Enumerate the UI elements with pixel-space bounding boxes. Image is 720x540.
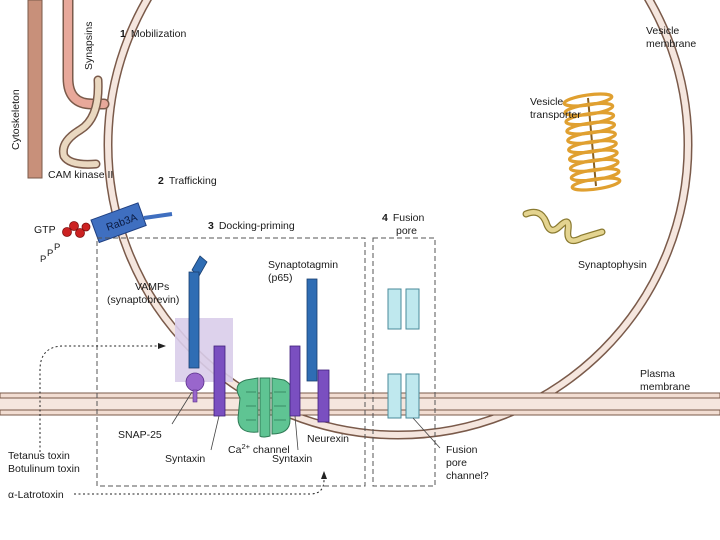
toxin-labels: Tetanus toxin Botulinum toxin xyxy=(8,450,80,475)
snap25-label: SNAP-25 xyxy=(118,429,162,441)
gtp-molecule xyxy=(62,221,91,238)
plasma-membrane xyxy=(0,392,720,416)
vesicle-membrane xyxy=(103,0,693,440)
synapsins-label: Synapsins xyxy=(83,22,95,70)
fusion-pore-box xyxy=(372,237,436,487)
latrotoxin-arrow xyxy=(74,471,327,495)
syntaxin-right-label: Syntaxin xyxy=(272,453,312,465)
plasma-membrane-label: Plasma membrane xyxy=(640,368,690,393)
syntaxin-left-leader xyxy=(210,415,220,451)
fusion-pore-upper xyxy=(387,288,420,330)
synaptophysin xyxy=(522,208,606,245)
vesicle-transporter xyxy=(562,92,622,192)
ca-channel xyxy=(236,377,293,438)
docking-priming-box xyxy=(96,237,366,487)
cam-kinase-label: CAM kinase II xyxy=(48,169,113,181)
latrotoxin-label: α-Latrotoxin xyxy=(8,489,64,501)
snap25-leader xyxy=(171,391,193,425)
fusion-pore-channel-label: Fusion pore channel? xyxy=(446,444,489,482)
vamps-label: VAMPs (synaptobrevin) xyxy=(107,281,179,306)
synaptotagmin-protein xyxy=(306,278,318,382)
vamp-protein xyxy=(188,255,208,369)
vesicle-transporter-label: Vesicle transporter xyxy=(530,96,581,121)
cytoskeleton-label: Cytoskeleton xyxy=(10,89,22,150)
transporter-coil-loop xyxy=(570,176,622,192)
rab3a-anchor xyxy=(143,212,173,220)
synaptophysin-label: Synaptophysin xyxy=(578,259,647,271)
synaptotagmin-label: Synaptotagmin (p65) xyxy=(268,259,341,284)
phosphate-labels: P P P xyxy=(40,242,60,265)
syntaxin-right-protein xyxy=(289,345,301,417)
rab3a-protein: Rab3A xyxy=(90,202,147,244)
cytoskeleton-bar xyxy=(27,0,43,179)
syntaxin-left-protein xyxy=(213,345,226,417)
fusion-pore-lower xyxy=(387,373,420,419)
tetanus-botulinum-arrow xyxy=(39,343,166,452)
neurexin-label: Neurexin xyxy=(307,433,349,445)
fusion-channel-leader xyxy=(412,417,441,449)
gtp-label: GTP xyxy=(34,224,56,236)
snap25-protein xyxy=(185,372,205,403)
syntaxin-right-leader xyxy=(294,415,299,451)
vesicle-membrane-label: Vesicle membrane xyxy=(646,25,696,50)
neurexin-protein xyxy=(317,369,330,423)
ca-channel-label: Ca2+ channel xyxy=(228,442,290,456)
syntaxin-left-label: Syntaxin xyxy=(165,453,205,465)
